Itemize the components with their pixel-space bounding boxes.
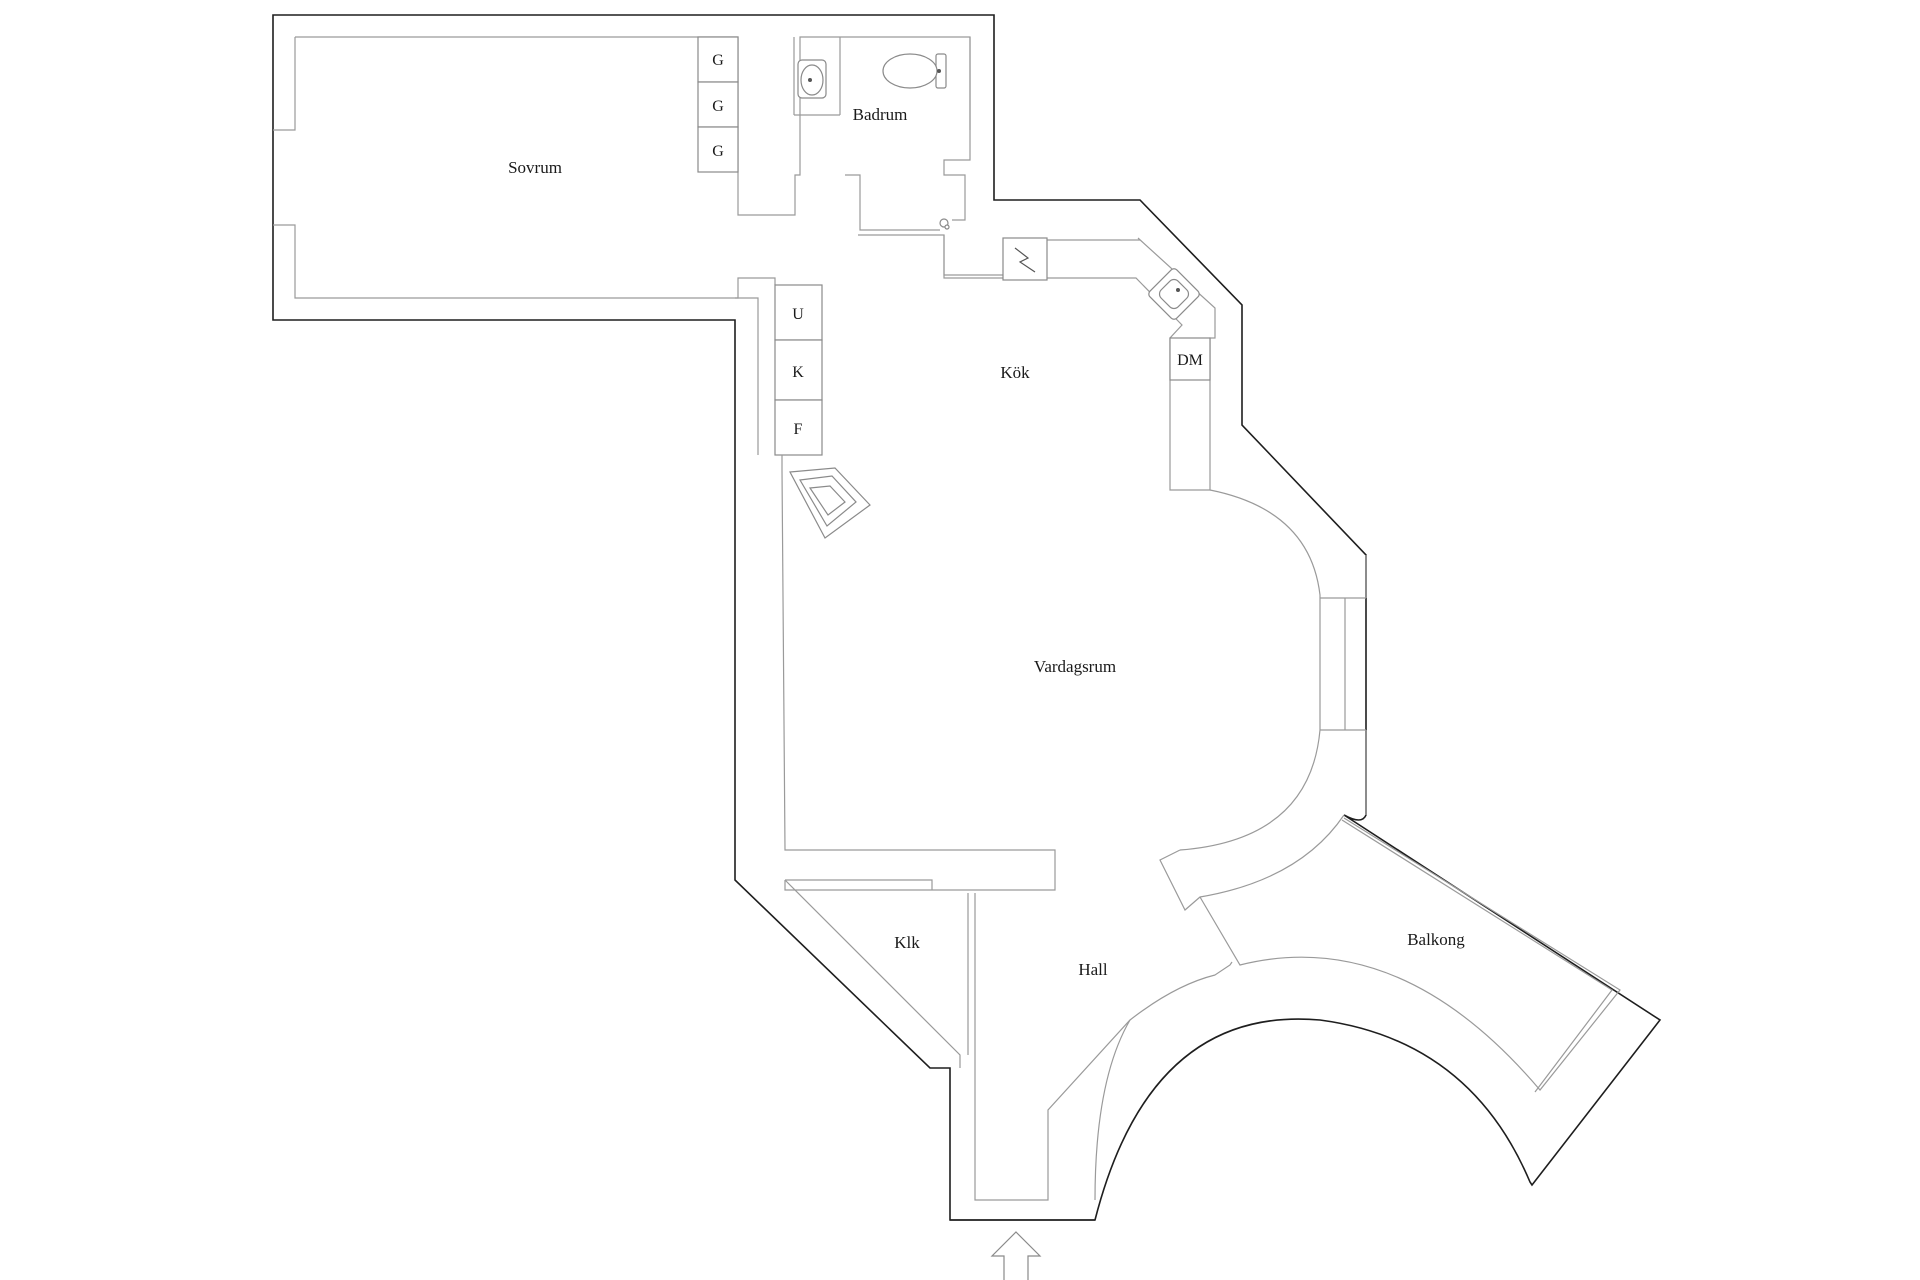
washbasin-icon (797, 59, 827, 99)
room-label-badrum: Badrum (853, 105, 908, 124)
room-label-klk: Klk (894, 933, 920, 952)
wardrobe-mark: G (712, 52, 724, 69)
wardrobe-cabinets (697, 36, 739, 173)
room-label-sovrum: Sovrum (508, 158, 562, 177)
sovrum-inner-wall (295, 36, 830, 216)
hall-arc (1094, 1019, 1131, 1201)
badrum-inner (793, 37, 971, 130)
electrical-panel-icon (1002, 237, 1048, 281)
fireplace-icon (789, 467, 871, 539)
entrance-arrow-icon (990, 1231, 1042, 1280)
kitchen-counter (943, 235, 1216, 491)
hall-walls (974, 961, 1233, 1201)
dishwasher-cabinet (1169, 337, 1211, 381)
room-label-vardagsrum: Vardagsrum (1034, 657, 1116, 676)
kitchen-cabinets (774, 284, 823, 456)
kitchen-left-wall (735, 297, 1056, 891)
outer-wall-outline (272, 14, 1662, 1221)
wardrobe-mark: G (712, 143, 724, 160)
vardagsrum-window (1320, 597, 1366, 731)
balkong-walls (1199, 817, 1621, 1091)
wardrobe-mark: G (712, 98, 724, 115)
vardagsrum-bay-wall (1179, 489, 1321, 851)
hall-wall-upper (1159, 814, 1345, 911)
shower-icon (939, 218, 950, 230)
kitchen-cabinet-mark-u: U (792, 306, 804, 323)
dishwasher-mark: DM (1177, 352, 1203, 369)
toilet-icon (882, 53, 947, 89)
balkong-rail (1341, 819, 1613, 1093)
room-label-hall: Hall (1078, 960, 1108, 979)
badrum-walls (830, 36, 1140, 276)
kitchen-sink-icon (1148, 268, 1200, 320)
kitchen-cabinet-mark-f: F (794, 421, 803, 438)
room-label-kok: Kök (1000, 363, 1030, 382)
kitchen-cabinet-mark-k: K (792, 364, 804, 381)
room-label-balkong: Balkong (1407, 930, 1465, 949)
klk-walls (784, 879, 976, 1068)
